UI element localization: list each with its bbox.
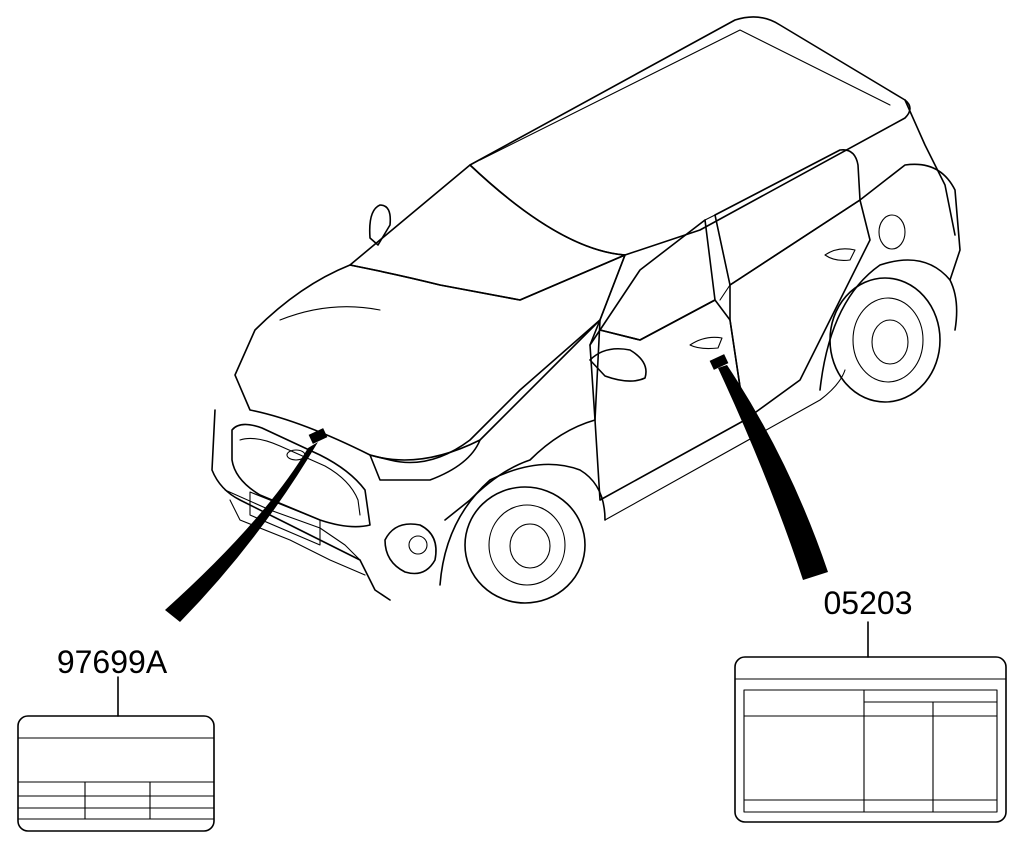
front-tire xyxy=(464,486,586,604)
rear-tire xyxy=(829,277,941,403)
rear-wheel-arch xyxy=(819,259,958,391)
b-pillar xyxy=(704,214,731,301)
fuel-door xyxy=(878,214,906,250)
front-fender xyxy=(444,319,601,521)
headlight xyxy=(369,439,481,481)
hood-crease xyxy=(279,306,381,321)
a-pillar xyxy=(589,254,626,346)
grille-inner xyxy=(239,437,361,516)
license-plate-area xyxy=(249,491,321,546)
fog-lamp-housing xyxy=(384,523,437,575)
rear-rim xyxy=(852,297,924,383)
far-mirror xyxy=(368,204,392,246)
hood-label-leader xyxy=(165,442,318,622)
rear-door-handle xyxy=(824,248,856,261)
near-mirror xyxy=(589,347,647,382)
label-97699a xyxy=(17,715,215,832)
callout-05203: 05203 xyxy=(824,585,913,621)
hood-label-marker xyxy=(308,428,328,444)
vehicle-illustration xyxy=(211,16,961,604)
front-hub xyxy=(509,523,551,569)
callout-97699a: 97699A xyxy=(57,644,168,680)
rear-quarter xyxy=(859,163,961,281)
front-door-handle xyxy=(689,336,723,350)
windshield xyxy=(349,164,626,301)
door-label-leader xyxy=(718,365,828,580)
rocker-panel xyxy=(604,369,846,521)
rear-hub xyxy=(871,319,909,365)
grille xyxy=(231,423,371,528)
front-bumper xyxy=(211,409,391,601)
front-window xyxy=(599,219,716,341)
front-wheel-arch xyxy=(439,463,606,586)
front-rim xyxy=(488,504,566,586)
skid-plate xyxy=(229,499,366,576)
rear-window xyxy=(714,148,861,286)
rear-top xyxy=(904,99,956,236)
rear-door xyxy=(729,199,871,421)
front-door xyxy=(589,299,746,501)
fog-lamp xyxy=(408,535,428,555)
label-05203 xyxy=(734,656,1007,823)
roof-rail xyxy=(479,29,891,161)
door-label-marker xyxy=(709,354,729,370)
